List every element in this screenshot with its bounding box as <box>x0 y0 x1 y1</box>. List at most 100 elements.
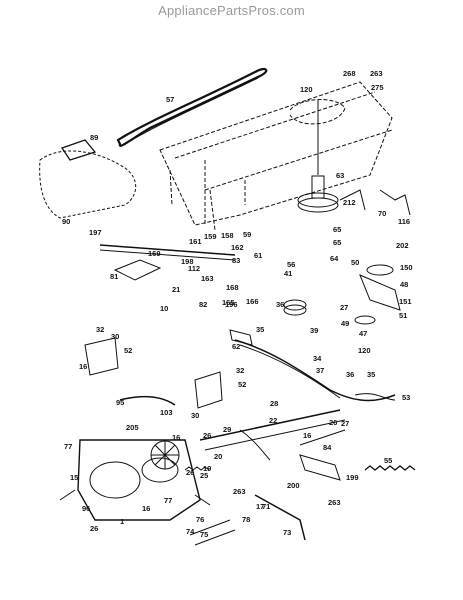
drive-belt <box>116 67 268 147</box>
callout-label-162: 162 <box>231 243 244 252</box>
callout-label-48: 48 <box>400 280 408 289</box>
spindle-pulley <box>297 192 339 208</box>
callout-label-70: 70 <box>378 209 386 218</box>
callout-label-29: 29 <box>223 425 231 434</box>
callout-label-22: 22 <box>269 416 277 425</box>
callout-label-34: 34 <box>313 354 322 363</box>
callout-label-205: 205 <box>126 423 139 432</box>
callout-label-81: 81 <box>110 272 118 281</box>
callout-label-52b: 52 <box>238 380 246 389</box>
callout-label-55: 55 <box>384 456 392 465</box>
callout-label-49: 49 <box>341 319 349 328</box>
callout-label-27a: 27 <box>340 303 348 312</box>
callout-label-57: 57 <box>166 95 174 104</box>
callout-label-159: 159 <box>204 232 217 241</box>
callout-label-37: 37 <box>316 366 324 375</box>
bracket-81 <box>113 259 162 281</box>
callout-label-17: 17 <box>256 502 264 511</box>
callout-label-198: 198 <box>181 257 194 266</box>
callout-label-169: 169 <box>148 249 161 258</box>
callout-label-26c: 26 <box>186 468 194 477</box>
callout-label-89: 89 <box>90 133 98 142</box>
callout-label-84: 84 <box>323 443 332 452</box>
callout-label-26a: 26 <box>329 418 337 427</box>
callout-label-21: 21 <box>172 285 180 294</box>
callout-label-120a: 120 <box>300 85 313 94</box>
callout-label-32b: 32 <box>236 366 244 375</box>
callout-label-16d: 16 <box>142 504 150 513</box>
bracket-30 <box>84 337 119 376</box>
shift-rod <box>234 339 396 402</box>
callout-label-28: 28 <box>270 399 278 408</box>
callout-label-61: 61 <box>254 251 262 260</box>
callout-label-165: 165 <box>222 298 235 307</box>
idler-pulley <box>283 299 307 311</box>
watermark-text: AppliancePartsPros.com <box>158 3 305 18</box>
callout-label-36: 36 <box>276 300 284 309</box>
callout-label-50: 50 <box>351 258 359 267</box>
callout-label-96: 96 <box>82 504 90 513</box>
callout-label-56: 56 <box>287 260 295 269</box>
callout-label-47: 47 <box>359 329 367 338</box>
spring-55 <box>364 465 416 471</box>
callout-label-65b: 65 <box>333 238 341 247</box>
callout-label-53: 53 <box>402 393 410 402</box>
callout-label-52a: 52 <box>124 346 132 355</box>
callout-label-212: 212 <box>343 198 356 207</box>
callout-label-30a: 30 <box>111 332 119 341</box>
callout-label-196: 196 <box>225 300 238 309</box>
callout-label-82: 82 <box>199 300 207 309</box>
callout-label-200: 200 <box>287 481 300 490</box>
callout-label-77a: 77 <box>64 442 72 451</box>
callout-label-74: 74 <box>186 527 195 536</box>
callout-label-76: 76 <box>196 515 204 524</box>
callout-label-35a: 35 <box>256 325 264 334</box>
callout-label-41: 41 <box>284 269 292 278</box>
callout-label-39: 39 <box>310 326 318 335</box>
callout-label-116: 116 <box>398 217 410 226</box>
cross-shaft <box>99 244 236 256</box>
callout-label-202: 202 <box>396 241 409 250</box>
callout-label-78: 78 <box>242 515 250 524</box>
callout-label-83: 83 <box>232 256 240 265</box>
callout-label-90: 90 <box>62 217 70 226</box>
callout-label-20: 20 <box>214 452 222 461</box>
callout-label-10: 10 <box>160 304 168 313</box>
callout-label-25: 25 <box>200 471 208 480</box>
callout-label-263c: 263 <box>328 498 341 507</box>
callout-label-26b: 26 <box>203 431 211 440</box>
callout-label-1: 1 <box>120 517 124 526</box>
callout-label-16b: 16 <box>172 433 180 442</box>
callout-label-77b: 77 <box>164 496 172 505</box>
callout-label-62: 62 <box>232 342 240 351</box>
callout-label-64: 64 <box>330 254 339 263</box>
callout-label-263b: 263 <box>233 487 246 496</box>
callout-label-120b: 120 <box>358 346 371 355</box>
callout-label-163: 163 <box>201 274 214 283</box>
seat-outline <box>39 150 137 219</box>
callout-label-158: 158 <box>221 231 234 240</box>
callout-label-16a: 16 <box>79 362 87 371</box>
callout-label-26d: 26 <box>90 524 98 533</box>
callout-label-197: 197 <box>89 228 102 237</box>
brake-rod <box>199 409 341 441</box>
drawing-lines <box>39 67 416 546</box>
callout-label-15: 15 <box>70 473 78 482</box>
transaxle <box>77 439 201 521</box>
callout-label-112: 112 <box>188 264 200 273</box>
callout-label-263a: 263 <box>370 69 383 78</box>
callout-label-16c: 16 <box>303 431 311 440</box>
callout-label-151: 151 <box>399 297 412 306</box>
callout-label-35b: 35 <box>367 370 375 379</box>
callout-label-59: 59 <box>243 230 251 239</box>
callout-label-150: 150 <box>400 263 413 272</box>
frame-outline <box>159 81 393 226</box>
callout-label-51: 51 <box>399 311 407 320</box>
callout-label-30b: 30 <box>191 411 199 420</box>
callout-label-27b: 27 <box>341 419 349 428</box>
callout-label-73: 73 <box>283 528 291 537</box>
callout-label-161: 161 <box>189 237 202 246</box>
callout-label-275: 275 <box>371 83 384 92</box>
callout-label-168: 168 <box>226 283 239 292</box>
